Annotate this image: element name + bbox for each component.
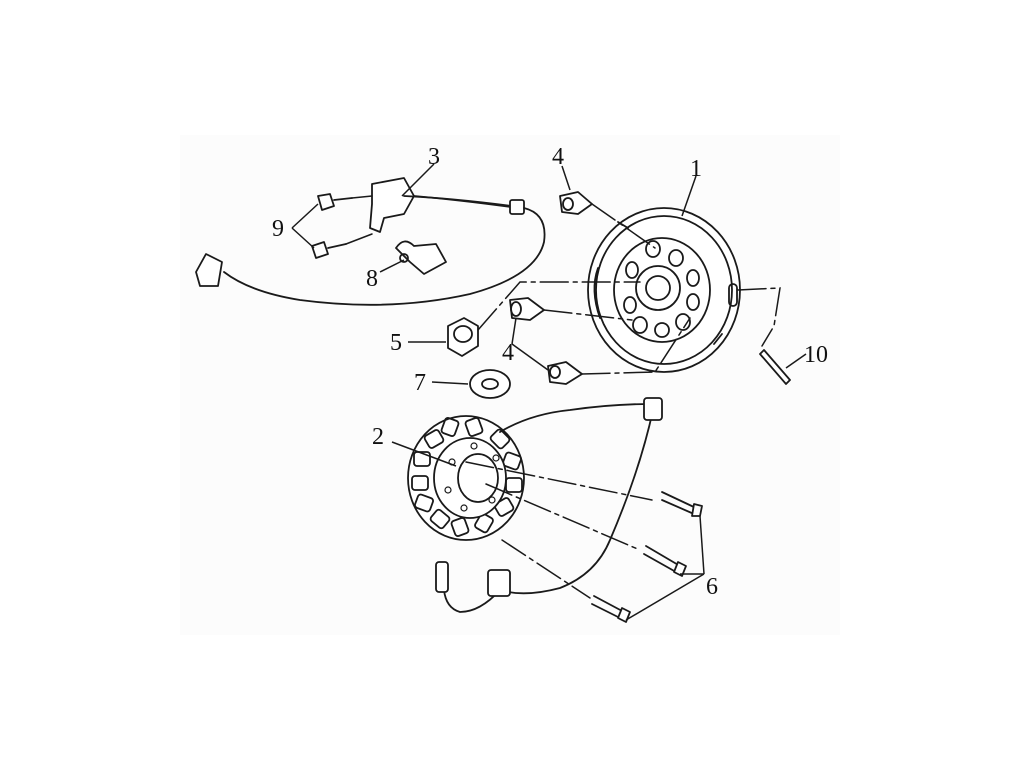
plug-connector-icon	[487, 569, 511, 597]
callout-numbers: 1 2 3 4 4 5 6 7 8 9 10	[272, 144, 828, 600]
leader-lines	[291, 163, 807, 621]
washer	[469, 369, 511, 399]
pickup-coil	[195, 177, 546, 306]
pickup-connector-icon	[195, 253, 223, 287]
callout-8: 8	[366, 266, 378, 292]
callout-4-bottom: 4	[502, 340, 514, 366]
flywheel-nut	[447, 317, 479, 357]
callout-2: 2	[372, 424, 384, 450]
flywheel-rotor	[587, 207, 741, 373]
stator-screws	[591, 491, 703, 623]
callout-9: 9	[272, 216, 284, 242]
bolt-top	[559, 191, 593, 215]
flywheel-bolts	[509, 191, 593, 385]
callout-6: 6	[706, 574, 718, 600]
stator	[407, 397, 663, 613]
wire-clamp	[395, 240, 447, 275]
callout-3: 3	[428, 144, 440, 170]
callout-1: 1	[690, 156, 702, 182]
bullet-connector-icon	[435, 561, 449, 593]
bolt-low	[547, 361, 583, 385]
bolt-mid	[509, 297, 545, 321]
callout-5: 5	[390, 330, 402, 356]
woodruff-key	[759, 349, 791, 385]
callout-4-top: 4	[552, 144, 564, 170]
callout-10: 10	[804, 342, 828, 368]
coil-screws	[311, 193, 353, 259]
assembly-lines	[345, 195, 781, 599]
stator-connector-icon	[643, 397, 663, 421]
callout-7: 7	[414, 370, 426, 396]
